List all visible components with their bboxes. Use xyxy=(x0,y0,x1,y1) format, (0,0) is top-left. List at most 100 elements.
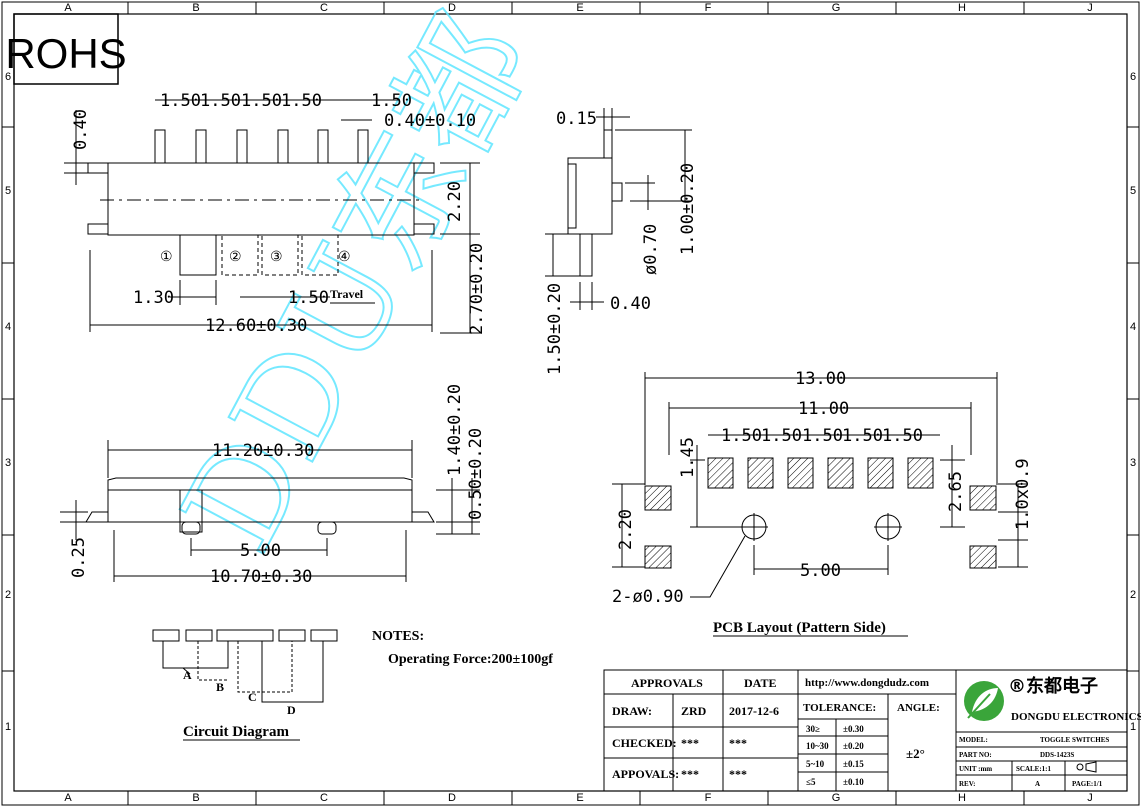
draw-name: ZRD xyxy=(681,704,707,718)
tol-value-1: ±0.30 xyxy=(843,724,864,734)
pin-width-label: 0.40±0.10 xyxy=(384,111,476,131)
bottom-h2-label: 0.50±0.20 xyxy=(466,428,486,520)
side-top-label: 0.15 xyxy=(556,109,597,129)
zone-col-label: C xyxy=(320,2,328,14)
travel-label: Travel xyxy=(330,287,364,301)
zone-col-label: E xyxy=(576,792,583,804)
pitch-label-1: 1.50 xyxy=(160,91,201,111)
hole-leader xyxy=(690,535,746,598)
pcb-pad-label: 1.0x0.9 xyxy=(1013,458,1033,530)
zone-col-label: D xyxy=(448,2,456,14)
checked-label: CHECKED: xyxy=(612,736,677,750)
pcb-pitch-1: 1.50 xyxy=(721,426,762,446)
date-header: DATE xyxy=(744,676,776,690)
pcb-pad xyxy=(787,457,814,489)
part-value: DDS-1423S xyxy=(1040,751,1074,759)
pcb-pads xyxy=(644,457,997,569)
angle-value: ±2° xyxy=(906,746,925,761)
front-pins xyxy=(154,129,369,164)
terminal-pin xyxy=(317,129,329,164)
scale-label: SCALE:1:1 xyxy=(1016,765,1052,773)
checked-name: *** xyxy=(681,736,699,750)
zone-col-label: H xyxy=(958,2,966,14)
terminal-pin xyxy=(277,129,289,164)
pcb-pad xyxy=(969,545,997,569)
side-view-labels: 0.15 1.00±0.20 ø0.70 1.50±0.20 0.40 xyxy=(545,109,698,375)
pitch-label-4: 1.50 xyxy=(281,91,322,111)
zone-col-label: D xyxy=(448,792,456,804)
pcb-145-label: 1.45 xyxy=(678,437,698,478)
terminal-pin xyxy=(154,129,166,164)
company-en: DONGDU ELECTRONICS xyxy=(1011,711,1141,723)
bottom-body xyxy=(107,489,413,523)
side-lead xyxy=(579,233,593,277)
zone-row-label: 2 xyxy=(1130,589,1136,601)
tolerance-label: TOLERANCE: xyxy=(803,702,876,714)
zone-row-label: 4 xyxy=(1130,321,1136,333)
zone-col-label: A xyxy=(64,2,72,14)
peg-pitch-label: 5.00 xyxy=(240,541,281,561)
pcb-holes-label: 2-ø0.90 xyxy=(612,587,684,607)
circuit-label-c: C xyxy=(248,690,257,704)
tol-value-3: ±0.15 xyxy=(843,759,864,769)
pocket-3 xyxy=(261,234,299,276)
pcb-pad xyxy=(827,457,854,489)
zone-col-label: H xyxy=(958,792,966,804)
zone-col-label: J xyxy=(1087,792,1093,804)
pitch-label-3: 1.50 xyxy=(241,91,282,111)
zone-col-label: B xyxy=(192,792,199,804)
zone-row-label: 6 xyxy=(1130,71,1136,83)
bottom-actuator xyxy=(179,489,203,533)
front-tab-bl xyxy=(87,223,109,235)
circuit-label-b: B xyxy=(216,680,224,694)
terminal-pin xyxy=(195,129,207,164)
bottom-length-label: 10.70±0.30 xyxy=(210,567,312,587)
tol-value-2: ±0.20 xyxy=(843,741,864,751)
bottom-length-top-label: 11.20±0.30 xyxy=(212,441,314,461)
pcb-inner-label: 11.00 xyxy=(798,399,849,419)
peg-right xyxy=(317,521,337,535)
appovals-label: APPOVALS: xyxy=(612,767,679,781)
pcb-pad xyxy=(969,485,997,511)
pcb-pad xyxy=(644,485,672,511)
pitch-label-5: 1.50 xyxy=(371,91,412,111)
zone-col-label: F xyxy=(705,2,712,14)
side-edge xyxy=(567,163,577,229)
position-3: ③ xyxy=(270,249,283,265)
length-label: 12.60±0.30 xyxy=(205,316,307,336)
zone-row-label: 2 xyxy=(5,589,11,601)
rev-label: REV: xyxy=(959,780,975,788)
front-body xyxy=(107,162,415,236)
circuit-label-a: A xyxy=(183,668,192,682)
pcb-pitch-2: 1.50 xyxy=(761,426,802,446)
pcb-hole-pitch-label: 5.00 xyxy=(800,561,841,581)
zone-col-label: G xyxy=(832,792,841,804)
side-view xyxy=(545,108,692,310)
zone-col-label: C xyxy=(320,792,328,804)
title-block xyxy=(603,669,1128,792)
rohs-box xyxy=(13,13,119,85)
bottom-lead-r xyxy=(411,511,435,523)
zone-col-label: G xyxy=(832,2,841,14)
rev-value: A xyxy=(1035,780,1040,788)
inner-border xyxy=(13,13,1128,792)
appovals-date: *** xyxy=(729,767,747,781)
checked-date: *** xyxy=(729,736,747,750)
circuit-labels: A B C D Circuit Diagram xyxy=(183,668,300,741)
position-1: ① xyxy=(160,249,173,265)
actuator-label: 1.00±0.20 xyxy=(678,163,698,255)
pcb-265-label: 2.65 xyxy=(946,471,966,512)
appovals-name: *** xyxy=(681,767,699,781)
pin-height-label: 0.40 xyxy=(71,109,91,150)
circuit-label-d: D xyxy=(287,703,296,717)
company-logo xyxy=(964,681,1004,721)
notes: NOTES: Operating Force:200±100gf xyxy=(372,629,553,667)
circuit-title: Circuit Diagram xyxy=(183,724,289,740)
pocket-2 xyxy=(221,234,259,276)
rohs-label: ROHS xyxy=(5,30,126,77)
notes-line-1: Operating Force:200±100gf xyxy=(388,652,553,667)
pocket-4 xyxy=(301,234,339,276)
pcb-overall-label: 13.00 xyxy=(795,369,846,389)
zone-col-label: J xyxy=(1087,2,1093,14)
